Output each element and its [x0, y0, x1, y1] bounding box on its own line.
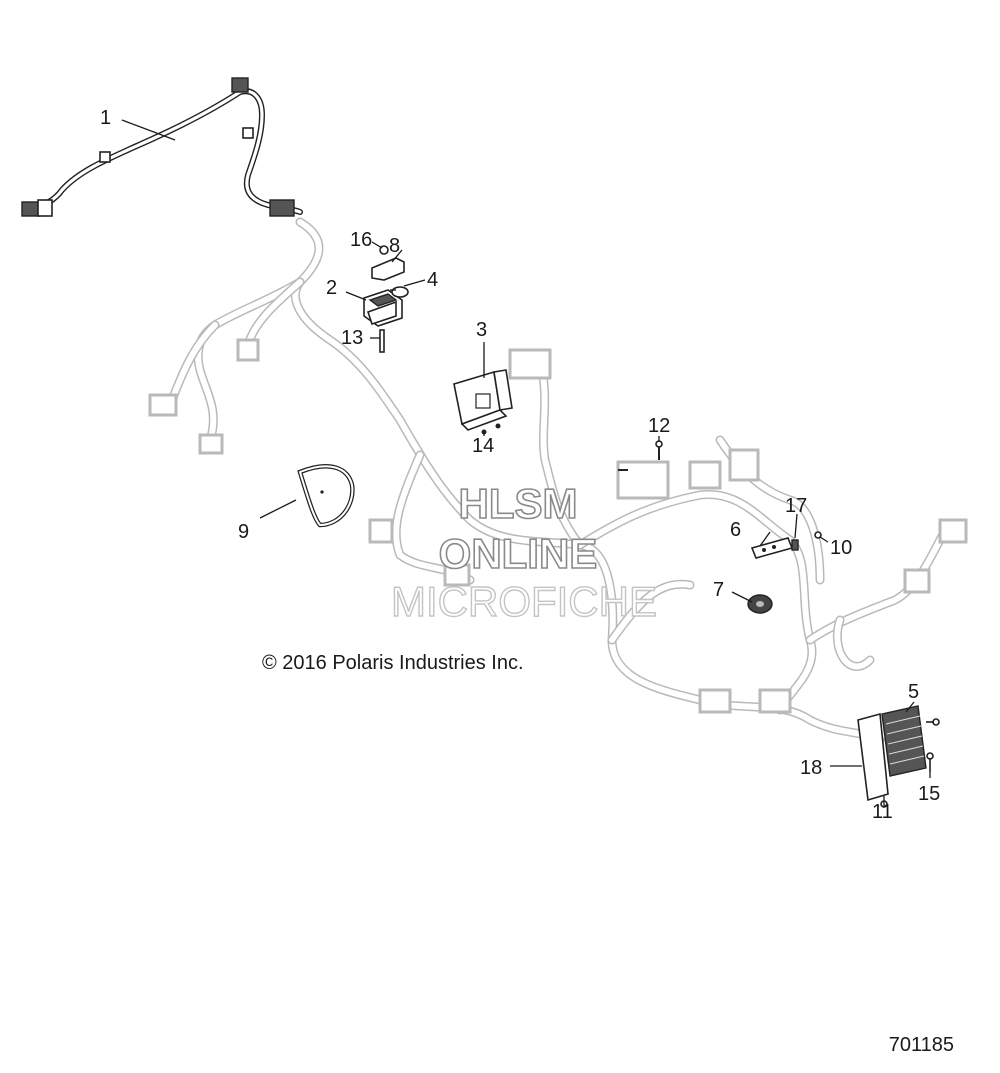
callout-11: 11 [872, 801, 893, 823]
watermark: HLSM ONLINE MICROFICHE [390, 479, 657, 626]
callout-1: 1 [100, 107, 111, 129]
callout-15: 15 [918, 783, 940, 805]
part-1-harness [21, 77, 303, 217]
callout-12: 12 [648, 415, 670, 437]
copyright-notice: © 2016 Polaris Industries Inc. [262, 652, 524, 674]
callout-13: 13 [341, 327, 363, 349]
callout-16: 16 [350, 229, 372, 251]
callout-9: 9 [238, 521, 249, 543]
callout-18: 18 [800, 757, 822, 779]
callout-3: 3 [476, 319, 487, 341]
callout-6: 6 [730, 519, 741, 541]
callout-4: 4 [427, 269, 438, 291]
figure-number: 701185 [889, 1034, 954, 1056]
callout-8: 8 [389, 235, 400, 257]
callout-labels: 1 2 3 4 5 6 7 8 9 10 11 12 13 14 15 16 1… [100, 107, 940, 823]
callout-5: 5 [908, 681, 919, 703]
callout-10: 10 [830, 537, 852, 559]
callout-14: 14 [472, 435, 494, 457]
watermark-line-1: HLSM [459, 480, 578, 527]
part-9-seal [297, 464, 355, 528]
ghost-harness [148, 217, 968, 745]
callout-2: 2 [326, 277, 337, 299]
part-6-terminal [750, 531, 822, 559]
leader-lines [121, 119, 931, 806]
watermark-line-2: ONLINE [439, 530, 598, 577]
part-2-module [363, 289, 403, 353]
callout-7: 7 [713, 579, 724, 601]
part-7-grommet [747, 594, 773, 614]
watermark-line-3: MICROFICHE [391, 578, 657, 625]
part-3-ecu [453, 369, 513, 435]
callout-17: 17 [785, 495, 807, 517]
